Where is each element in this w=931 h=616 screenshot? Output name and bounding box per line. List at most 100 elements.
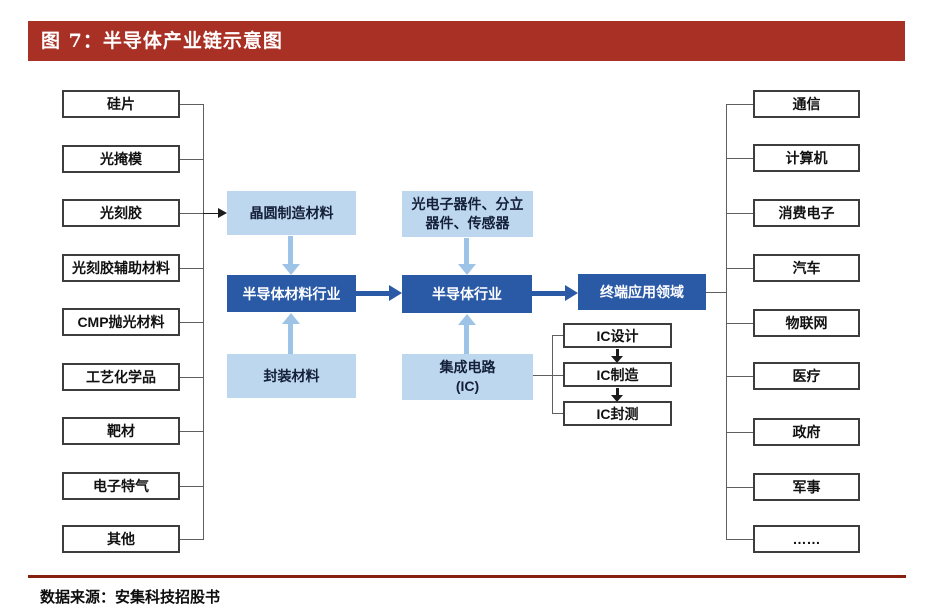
ic-flow-arrow-icon xyxy=(611,356,623,363)
ic-design-label: IC设计 xyxy=(596,327,639,344)
connector-stub xyxy=(180,213,203,214)
material-label: 硅片 xyxy=(107,96,135,112)
connector-trunk-right xyxy=(726,104,727,540)
semiconductor-industry-box: 半导体行业 xyxy=(402,275,532,313)
ic-bracket-stub xyxy=(552,335,563,336)
application-box-ellipsis: …… xyxy=(753,525,860,553)
ic-packaging-testing-box: IC封测 xyxy=(563,401,672,426)
footer-divider xyxy=(28,575,906,578)
ic-flow-arrow-icon xyxy=(616,388,619,395)
ic-bracket-trunk xyxy=(552,335,553,414)
flow-arrow-icon xyxy=(532,291,565,296)
connector-stub xyxy=(726,539,753,540)
material-label: 靶材 xyxy=(107,423,135,439)
material-label: 其他 xyxy=(107,531,135,547)
packaging-materials-box: 封装材料 xyxy=(227,354,356,398)
up-arrow-icon xyxy=(458,314,476,325)
connector-stub xyxy=(726,487,753,488)
data-source: 数据来源：安集科技招股书 xyxy=(40,588,221,606)
ic-bracket-stub xyxy=(552,413,563,414)
integrated-circuit-label: 集成电路 (IC) xyxy=(439,359,496,394)
application-box-consumer-electronics: 消费电子 xyxy=(753,199,860,227)
terminal-applications-label: 终端应用领域 xyxy=(600,284,684,300)
ic-flow-arrow-icon xyxy=(616,349,619,356)
connector-stub xyxy=(726,323,753,324)
application-label: 军事 xyxy=(792,479,821,495)
down-arrow-icon xyxy=(464,238,469,264)
connector-stub xyxy=(180,104,203,105)
application-label: 物联网 xyxy=(785,315,828,331)
up-arrow-icon xyxy=(288,324,293,354)
connector-stub xyxy=(726,432,753,433)
flow-arrow-head-icon xyxy=(389,285,402,301)
material-box-cmp-polishing: CMP抛光材料 xyxy=(62,308,180,336)
application-box-medical: 医疗 xyxy=(753,362,860,390)
materials-arrow-head-icon xyxy=(218,208,227,218)
connector-stub xyxy=(180,322,203,323)
down-arrow-icon xyxy=(288,236,293,264)
flow-arrow-icon xyxy=(356,291,389,296)
packaging-materials-label: 封装材料 xyxy=(263,367,320,384)
terminal-connector-line xyxy=(706,292,726,293)
application-box-iot: 物联网 xyxy=(753,309,860,337)
connector-stub xyxy=(726,213,753,214)
material-box-others: 其他 xyxy=(62,525,180,553)
connector-stub xyxy=(180,268,203,269)
application-box-communications: 通信 xyxy=(753,90,860,118)
application-label: 计算机 xyxy=(785,150,828,166)
ic-manufacturing-box: IC制造 xyxy=(563,362,672,387)
material-box-process-chemicals: 工艺化学品 xyxy=(62,363,180,391)
wafer-materials-label: 晶圆制造材料 xyxy=(249,204,334,221)
ic-packaging-testing-label: IC封测 xyxy=(596,405,639,422)
material-label: 工艺化学品 xyxy=(86,369,156,385)
connector-stub xyxy=(180,377,203,378)
flow-arrow-head-icon xyxy=(565,285,578,301)
materials-industry-box: 半导体材料行业 xyxy=(227,275,356,312)
up-arrow-icon xyxy=(282,313,300,324)
application-label: 消费电子 xyxy=(778,205,835,221)
material-box-photoresist: 光刻胶 xyxy=(62,199,180,227)
material-box-photoresist-auxiliary: 光刻胶辅助材料 xyxy=(62,254,180,282)
down-arrow-icon xyxy=(458,264,476,275)
material-box-target-materials: 靶材 xyxy=(62,417,180,445)
application-box-computer: 计算机 xyxy=(753,144,860,172)
connector-stub xyxy=(180,486,203,487)
opto-devices-label: 光电子器件、分立 器件、传感器 xyxy=(411,196,524,231)
materials-industry-label: 半导体材料行业 xyxy=(242,285,341,302)
up-arrow-icon xyxy=(464,325,469,354)
semiconductor-industry-label: 半导体行业 xyxy=(432,286,502,302)
application-box-automotive: 汽车 xyxy=(753,254,860,282)
connector-stub xyxy=(726,104,753,105)
application-label: 通信 xyxy=(792,96,821,112)
material-box-photomask: 光掩模 xyxy=(62,145,180,173)
application-label: 汽车 xyxy=(792,260,821,276)
material-box-silicon-wafer: 硅片 xyxy=(62,90,180,118)
ic-manufacturing-label: IC制造 xyxy=(596,366,639,383)
material-label: CMP抛光材料 xyxy=(77,314,165,330)
application-box-government: 政府 xyxy=(753,418,860,446)
material-label: 电子特气 xyxy=(93,478,149,494)
application-label: …… xyxy=(792,531,821,547)
materials-arrow-line xyxy=(203,213,218,214)
material-label: 光刻胶辅助材料 xyxy=(72,260,170,276)
material-box-electronic-gases: 电子特气 xyxy=(62,472,180,500)
connector-trunk-left xyxy=(203,104,204,540)
material-label: 光掩模 xyxy=(100,151,142,167)
connector-stub xyxy=(726,158,753,159)
connector-stub xyxy=(726,268,753,269)
application-label: 医疗 xyxy=(792,368,821,384)
wafer-materials-box: 晶圆制造材料 xyxy=(227,191,356,235)
integrated-circuit-box: 集成电路 (IC) xyxy=(402,354,533,400)
ic-flow-arrow-icon xyxy=(611,395,623,402)
application-box-military: 军事 xyxy=(753,473,860,501)
connector-stub xyxy=(180,431,203,432)
ic-design-box: IC设计 xyxy=(563,323,672,348)
connector-stub xyxy=(180,539,203,540)
connector-stub xyxy=(726,376,753,377)
figure-title: 图 7：半导体产业链示意图 xyxy=(41,30,283,52)
ic-bracket-line xyxy=(533,375,563,376)
down-arrow-icon xyxy=(282,264,300,275)
opto-devices-box: 光电子器件、分立 器件、传感器 xyxy=(402,191,533,237)
material-label: 光刻胶 xyxy=(100,205,142,221)
